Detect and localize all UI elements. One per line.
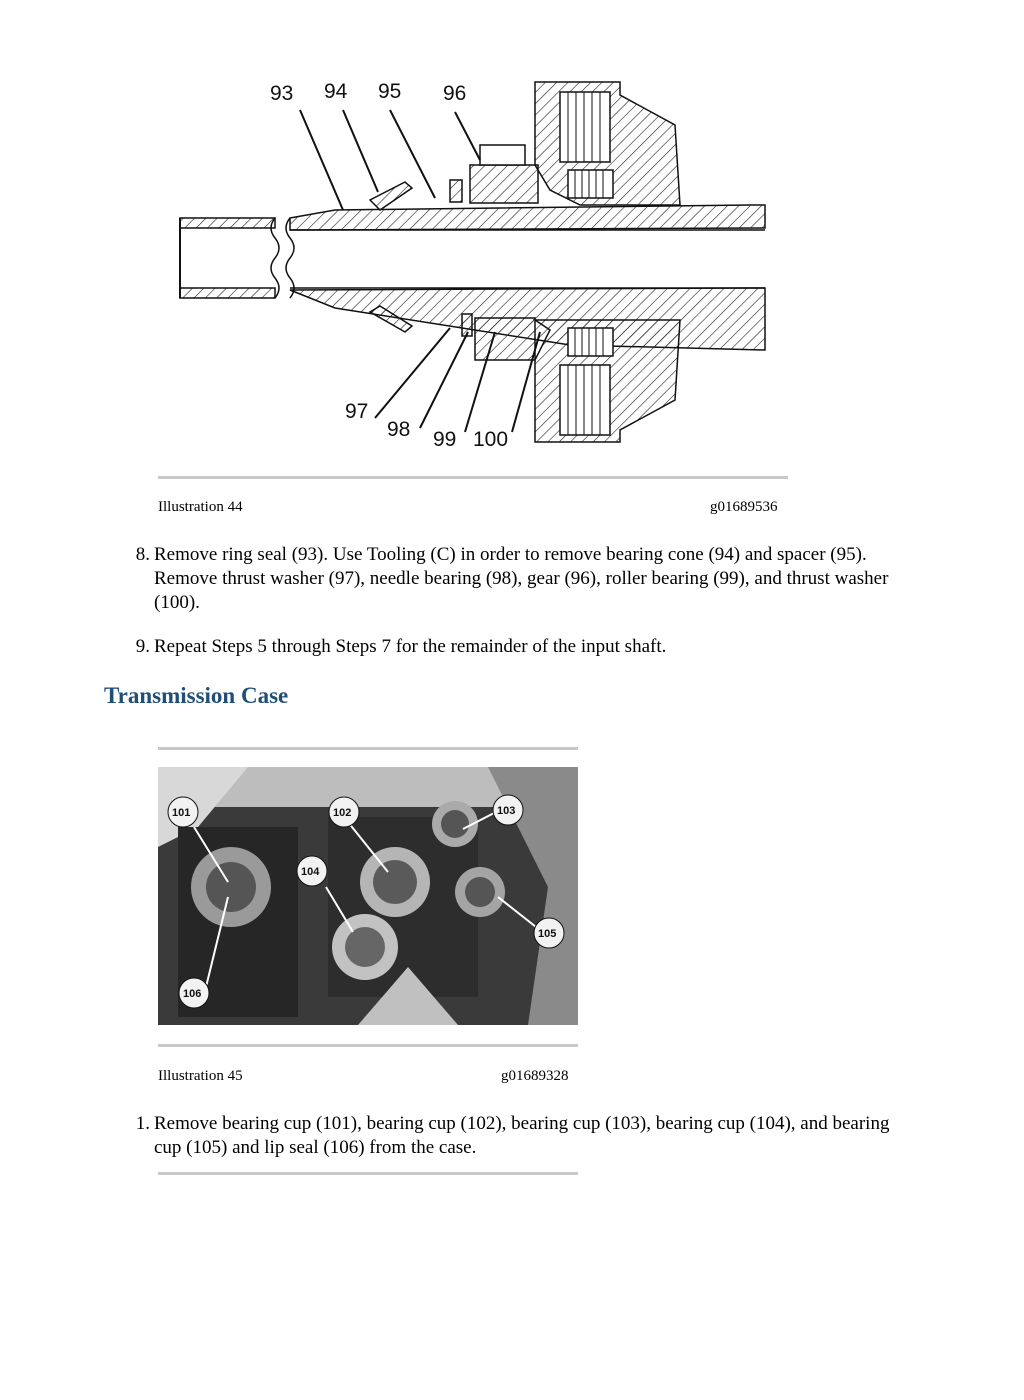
- section-heading: Transmission Case: [104, 683, 289, 708]
- callout-96: 96: [443, 82, 466, 105]
- shaft-cross-section-drawing: 93 94 95 96 97 98 99 100: [179, 80, 766, 451]
- callout-94: 94: [324, 80, 348, 103]
- callout-97: 97: [345, 400, 368, 423]
- callout-93: 93: [270, 82, 293, 105]
- figure2-top-rule: [158, 747, 578, 750]
- figure1-caption-id: g01689536: [710, 499, 778, 515]
- step-number: 9.: [135, 636, 150, 657]
- label-105: 105: [538, 928, 556, 940]
- callout-95: 95: [378, 80, 401, 103]
- callout-99: 99: [433, 428, 456, 451]
- label-106: 106: [183, 988, 201, 1000]
- list-item: 1. Remove bearing cup (101), bearing cup…: [128, 1112, 908, 1160]
- figure2-bottom-rule: [158, 1044, 578, 1047]
- list-item: 9. Repeat Steps 5 through Steps 7 for th…: [128, 635, 908, 659]
- end-rule: [158, 1172, 578, 1175]
- label-104: 104: [301, 866, 320, 878]
- step-text: Remove ring seal (93). Use Tooling (C) i…: [154, 544, 889, 613]
- transmission-case-photo: 101 102 103 104 105 106: [158, 767, 578, 1025]
- callout-98: 98: [387, 418, 410, 441]
- figure2-caption-label: Illustration 45: [158, 1068, 243, 1084]
- step-text: Repeat Steps 5 through Steps 7 for the r…: [154, 636, 667, 657]
- callout-100: 100: [473, 428, 508, 451]
- figure1-caption-label: Illustration 44: [158, 499, 243, 515]
- figure2-caption-id: g01689328: [501, 1068, 569, 1084]
- list-item: 8. Remove ring seal (93). Use Tooling (C…: [128, 543, 908, 615]
- step-text: Remove bearing cup (101), bearing cup (1…: [154, 1113, 890, 1158]
- step-number: 8.: [135, 544, 150, 565]
- label-103: 103: [497, 805, 515, 817]
- step-number: 1.: [135, 1113, 150, 1134]
- label-102: 102: [333, 807, 351, 819]
- figure1-rule: [158, 476, 788, 479]
- label-101: 101: [172, 807, 190, 819]
